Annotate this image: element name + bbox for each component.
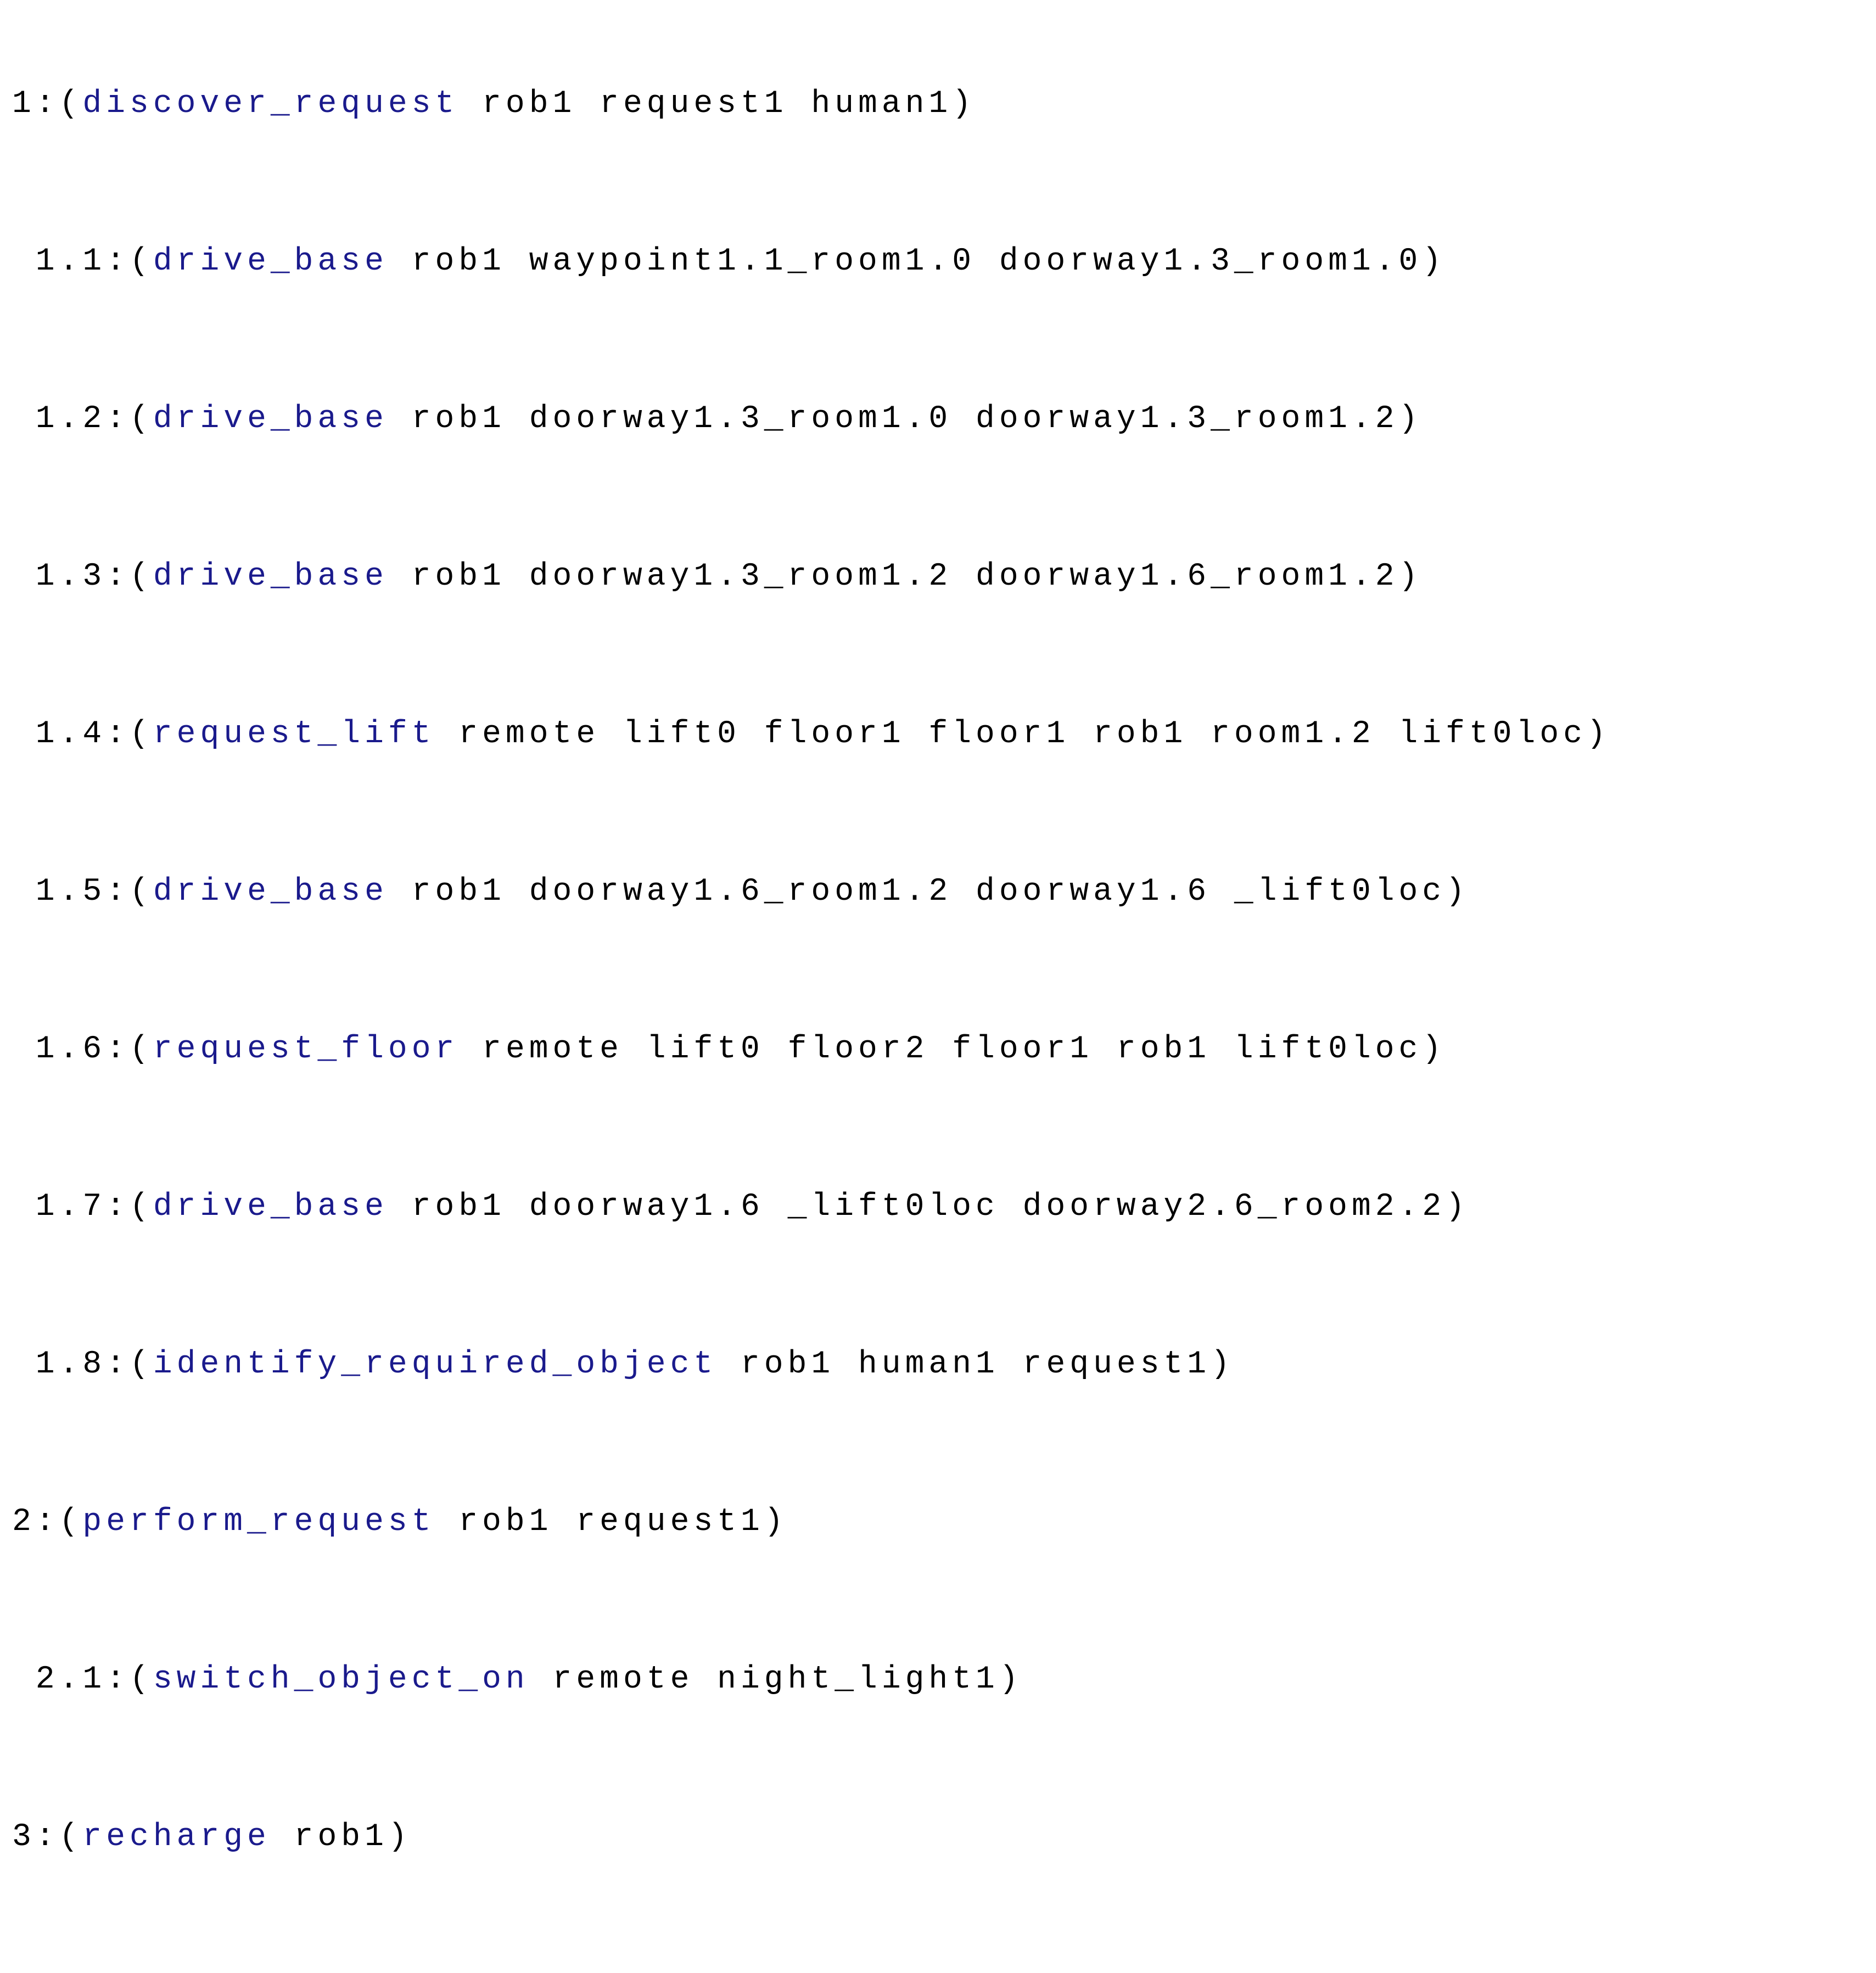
action-arguments: rob1 human1 request1) xyxy=(717,1347,1234,1382)
line-number-prefix: 3:( xyxy=(12,1819,83,1855)
code-line: 1:(discover_request rob1 request1 human1… xyxy=(12,79,1876,130)
line-number-prefix: 1.8:( xyxy=(12,1347,153,1382)
code-line: 3.1:(drive_base rob1 doorway2.6_room2.2 … xyxy=(12,1970,1876,1973)
action-keyword: perform_request xyxy=(82,1504,435,1540)
line-number-prefix: 1.1:( xyxy=(12,244,153,279)
line-number-prefix: 1.6:( xyxy=(12,1032,153,1067)
action-keyword: request_lift xyxy=(153,716,435,752)
line-number-prefix: 1.3:( xyxy=(12,559,153,595)
line-number-prefix: 1.7:( xyxy=(12,1189,153,1225)
code-line: 1.1:(drive_base rob1 waypoint1.1_room1.0… xyxy=(12,237,1876,287)
action-keyword: recharge xyxy=(82,1819,271,1855)
code-line: 1.6:(request_floor remote lift0 floor2 f… xyxy=(12,1024,1876,1075)
line-number-prefix: 1:( xyxy=(12,86,83,122)
action-keyword: request_floor xyxy=(153,1032,459,1067)
action-arguments: rob1 doorway1.3_room1.2 doorway1.6_room1… xyxy=(388,559,1423,595)
action-keyword: discover_request xyxy=(82,86,459,122)
line-number-prefix: 1.2:( xyxy=(12,401,153,437)
code-line: 1.8:(identify_required_object rob1 human… xyxy=(12,1339,1876,1390)
action-arguments: rob1) xyxy=(270,1819,412,1855)
action-arguments: remote lift0 floor1 floor1 rob1 room1.2 … xyxy=(435,716,1610,752)
action-arguments: rob1 doorway1.6 _lift0loc doorway2.6_roo… xyxy=(388,1189,1469,1225)
action-keyword: drive_base xyxy=(153,1189,388,1225)
line-number-prefix: 2.1:( xyxy=(12,1662,153,1697)
line-number-prefix: 2:( xyxy=(12,1504,83,1540)
action-arguments: rob1 request1 human1) xyxy=(458,86,976,122)
action-arguments: remote lift0 floor2 floor1 rob1 lift0loc… xyxy=(458,1032,1446,1067)
action-arguments: rob1 doorway1.6_room1.2 doorway1.6 _lift… xyxy=(388,874,1469,910)
code-line: 1.7:(drive_base rob1 doorway1.6 _lift0lo… xyxy=(12,1182,1876,1232)
action-arguments: rob1 waypoint1.1_room1.0 doorway1.3_room… xyxy=(388,244,1446,279)
action-keyword: switch_object_on xyxy=(153,1662,529,1697)
code-line: 1.2:(drive_base rob1 doorway1.3_room1.0 … xyxy=(12,394,1876,445)
action-keyword: drive_base xyxy=(153,401,388,437)
action-arguments: rob1 request1) xyxy=(435,1504,788,1540)
code-line: 2:(perform_request rob1 request1) xyxy=(12,1497,1876,1548)
action-keyword: identify_required_object xyxy=(153,1347,718,1382)
action-keyword: drive_base xyxy=(153,874,388,910)
line-number-prefix: 1.5:( xyxy=(12,874,153,910)
line-number-prefix: 1.4:( xyxy=(12,716,153,752)
code-line: 1.3:(drive_base rob1 doorway1.3_room1.2 … xyxy=(12,552,1876,602)
action-arguments: rob1 doorway1.3_room1.0 doorway1.3_room1… xyxy=(388,401,1423,437)
action-arguments: remote night_light1) xyxy=(529,1662,1023,1697)
code-line: 2.1:(switch_object_on remote night_light… xyxy=(12,1655,1876,1705)
code-line: 3:(recharge rob1) xyxy=(12,1812,1876,1863)
code-line: 1.5:(drive_base rob1 doorway1.6_room1.2 … xyxy=(12,867,1876,917)
code-line: 1.4:(request_lift remote lift0 floor1 fl… xyxy=(12,709,1876,760)
action-keyword: drive_base xyxy=(153,559,388,595)
action-keyword: drive_base xyxy=(153,244,388,279)
